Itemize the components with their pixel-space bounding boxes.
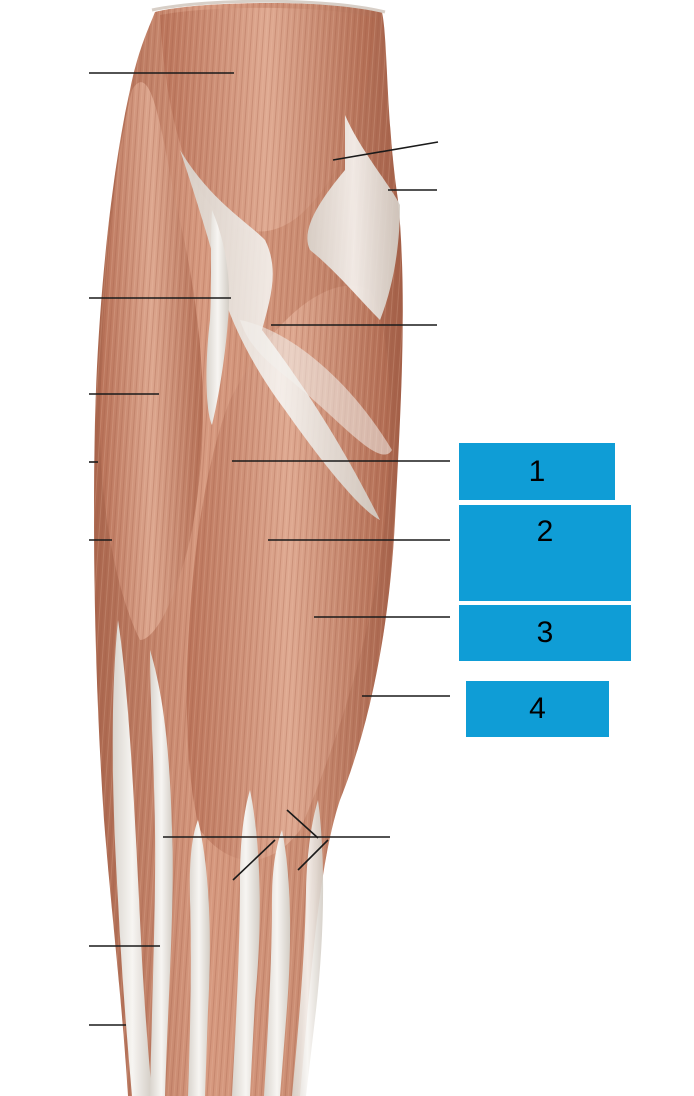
label-box-4[interactable]: 4: [466, 681, 609, 737]
leader-line-lower-branch-a: [286, 809, 319, 839]
wrist-tendons: [112, 620, 324, 1096]
leader-lines: [89, 72, 450, 1026]
leader-line-right-a: [332, 141, 439, 161]
bicipital-aponeurosis: [180, 150, 380, 520]
label-box-2[interactable]: 2: [459, 505, 631, 601]
label-box-4-text: 4: [529, 692, 546, 725]
label-box-1[interactable]: 1: [459, 443, 615, 500]
label-box-2-text: 2: [536, 515, 554, 548]
leader-line-lower-branch-c: [297, 839, 329, 871]
biceps-tendon: [206, 210, 230, 425]
label-box-1-text: 1: [528, 454, 546, 488]
leader-line-lower-branch-b: [232, 839, 276, 881]
medial-epicondyle-tendon: [307, 115, 400, 320]
label-box-3[interactable]: 3: [459, 605, 631, 661]
label-box-3-text: 3: [536, 616, 554, 649]
